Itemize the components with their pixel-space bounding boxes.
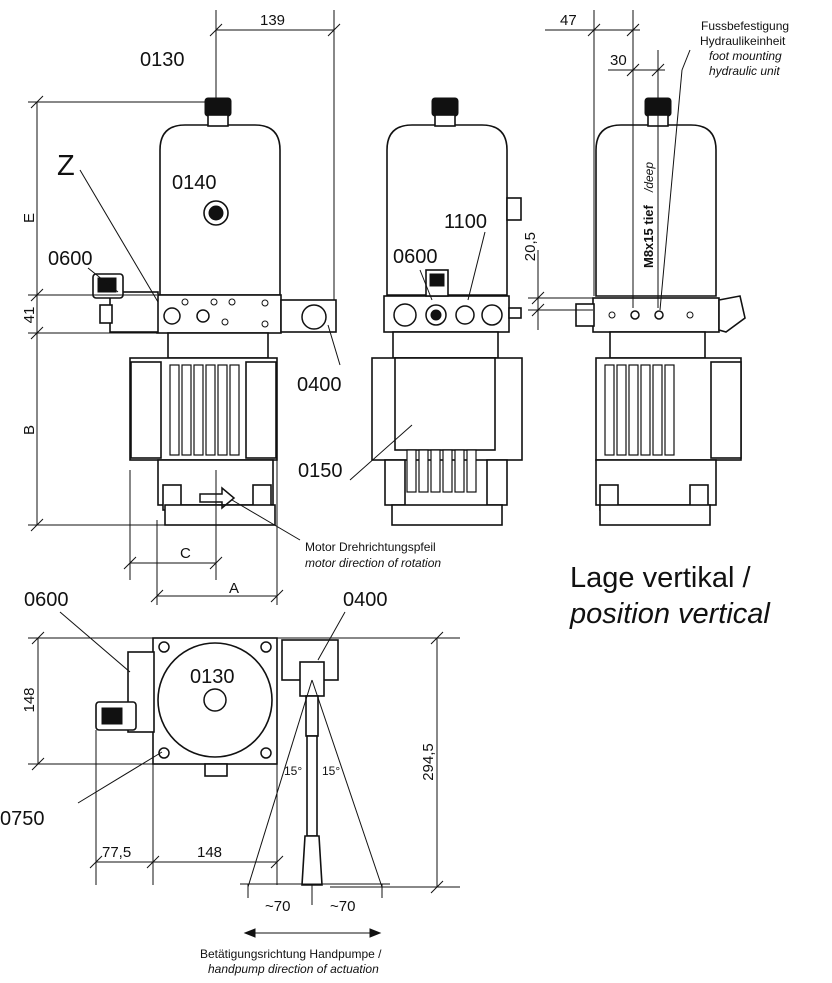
- label-0600-front: 0600: [48, 248, 93, 270]
- angle-left: 15°: [284, 764, 302, 778]
- note-position-en: position vertical: [569, 598, 771, 630]
- dim-c: C: [180, 545, 191, 562]
- dim-148-horizontal: 148: [197, 844, 222, 861]
- dim-70-left: ~70: [265, 898, 290, 915]
- rear-tank: [595, 124, 717, 297]
- plan-tank: [157, 642, 273, 758]
- note-position-de: Lage vertikal /: [570, 562, 751, 594]
- label-0600-side: 0600: [393, 246, 438, 268]
- label-0130-front: 0130: [140, 49, 185, 71]
- note-foot-en-2: hydraulic unit: [709, 64, 780, 78]
- rear-manifold: [592, 297, 720, 333]
- plan-view: [28, 611, 460, 938]
- dim-b: B: [21, 425, 38, 435]
- label-0140: 0140: [172, 172, 217, 194]
- label-z: Z: [57, 150, 75, 182]
- label-0600-plan: 0600: [24, 589, 69, 611]
- thread-label-en: /deep: [642, 162, 656, 193]
- note-motor-en: motor direction of rotation: [305, 556, 441, 570]
- dim-20-5: 20,5: [522, 232, 539, 261]
- front-view: [28, 10, 341, 605]
- side-tank: [386, 124, 508, 296]
- dim-30: 30: [610, 52, 627, 69]
- dim-77-5: 77,5: [102, 844, 131, 861]
- label-0130-plan: 0130: [190, 666, 235, 688]
- dim-294-5: 294,5: [420, 743, 437, 781]
- dim-41: 41: [21, 307, 38, 324]
- note-foot-de-1: Fussbefestigung: [701, 19, 789, 33]
- dim-47: 47: [560, 12, 577, 29]
- thread-callout: M8x15 tief /deep: [641, 162, 656, 268]
- label-0150: 0150: [298, 460, 343, 482]
- label-1100: 1100: [444, 211, 487, 233]
- front-filler-cap: [204, 97, 232, 117]
- motor-direction-arrow: [199, 486, 236, 510]
- dim-e: E: [21, 213, 38, 223]
- label-0750: 0750: [0, 808, 45, 830]
- note-motor-de: Motor Drehrichtungspfeil: [305, 540, 436, 554]
- side-view: [349, 97, 523, 526]
- dim-a: A: [229, 580, 239, 597]
- note-handpump-en: handpump direction of actuation: [208, 962, 379, 976]
- label-0400-plan: 0400: [343, 589, 388, 611]
- thread-label: M8x15 tief: [641, 204, 656, 268]
- note-foot-de-2: Hydraulikeinheit: [700, 34, 786, 48]
- label-0400-front: 0400: [297, 374, 342, 396]
- angle-right: 15°: [322, 764, 340, 778]
- dim-139: 139: [260, 12, 285, 29]
- dim-70-right: ~70: [330, 898, 355, 915]
- rear-view: [528, 10, 746, 526]
- dim-148-vertical: 148: [21, 687, 38, 712]
- plan-handpump-lever: [306, 735, 318, 837]
- note-handpump-de: Betätigungsrichtung Handpumpe /: [200, 947, 382, 961]
- front-handpump: [280, 299, 337, 333]
- note-foot-en-1: foot mounting: [709, 49, 782, 63]
